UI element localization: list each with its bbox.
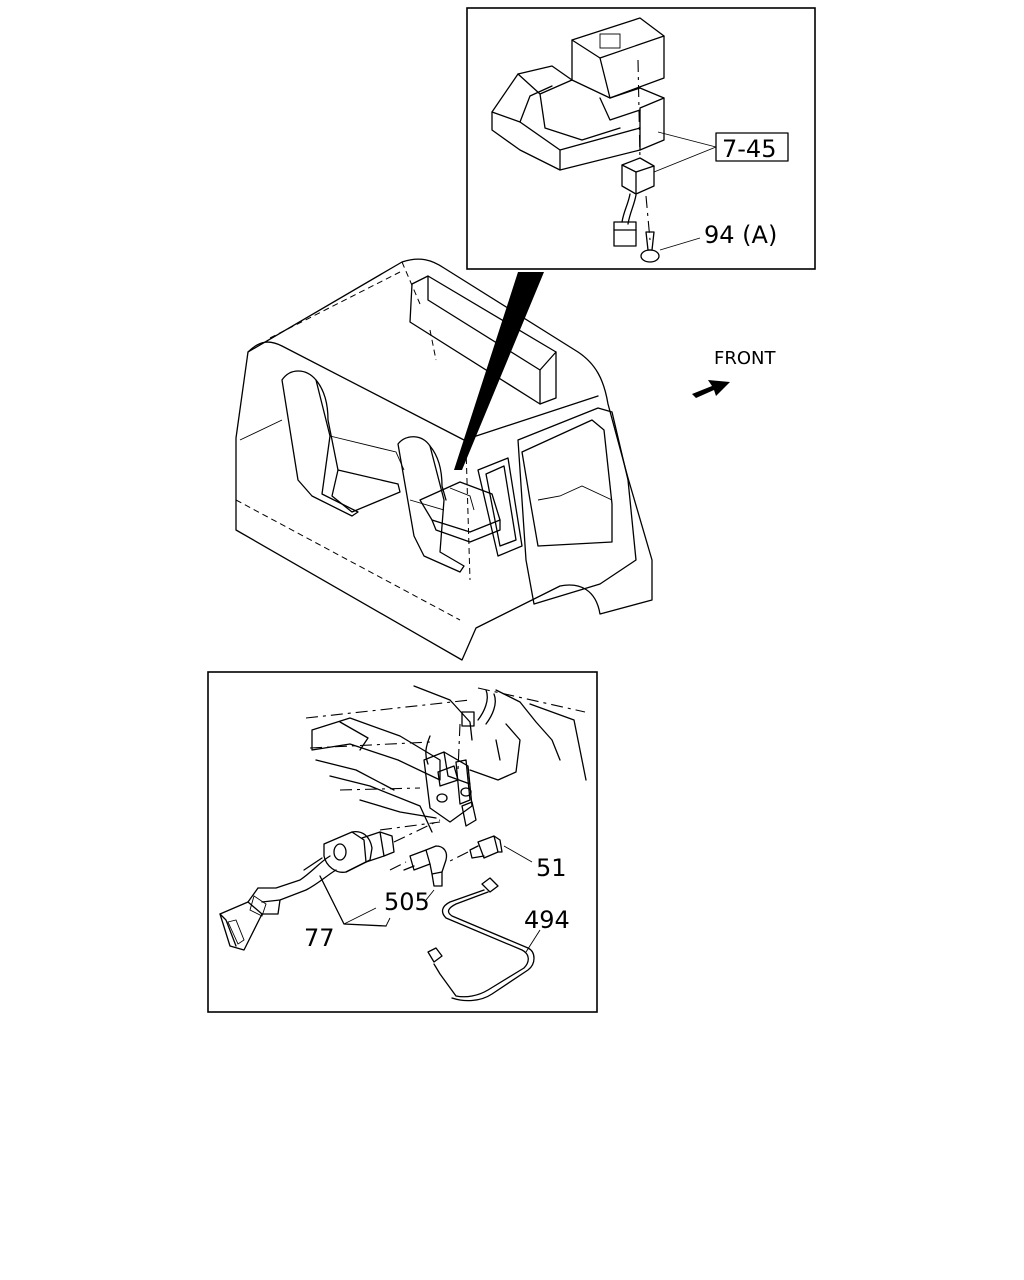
bracket-drawing bbox=[423, 723, 477, 827]
axis-line-lower bbox=[645, 195, 651, 241]
leader-7-45-lower bbox=[653, 146, 717, 173]
bottom-inset: 51 505 77 494 bbox=[207, 671, 598, 1013]
label-77: 77 bbox=[304, 924, 335, 952]
label-494: 494 bbox=[524, 906, 570, 934]
fitting-505-drawing bbox=[389, 845, 448, 901]
label-505: 505 bbox=[384, 888, 430, 916]
front-label: FRONT bbox=[714, 348, 776, 369]
bolt-94a-drawing bbox=[640, 231, 701, 263]
front-arrow-icon bbox=[692, 380, 730, 398]
switch-assembly-drawing bbox=[613, 157, 655, 247]
leader-51 bbox=[503, 845, 533, 863]
pipe-494-drawing bbox=[427, 877, 541, 1002]
front-direction: FRONT bbox=[692, 348, 776, 398]
ref-box-7-45: 7-45 bbox=[653, 131, 789, 173]
leader-494 bbox=[525, 929, 541, 953]
top-inset: 7-45 94 (A) bbox=[466, 7, 816, 270]
bottom-inset-frame bbox=[207, 671, 598, 1013]
axis-line-upper bbox=[637, 59, 641, 161]
clutch-master-cylinder-77 bbox=[219, 819, 441, 951]
chassis-drawing bbox=[305, 685, 587, 833]
bolt-51-drawing bbox=[447, 835, 533, 863]
ref-box-label: 7-45 bbox=[722, 135, 776, 163]
callout-pointer-wedge bbox=[454, 272, 544, 470]
top-inset-frame bbox=[466, 7, 816, 270]
leader-94a bbox=[659, 237, 701, 251]
label-94a: 94 (A) bbox=[704, 221, 777, 249]
floor-console-drawing bbox=[491, 17, 665, 171]
cab-body-drawing bbox=[235, 258, 653, 661]
label-51: 51 bbox=[536, 854, 567, 882]
leader-7-45-upper bbox=[657, 131, 717, 148]
